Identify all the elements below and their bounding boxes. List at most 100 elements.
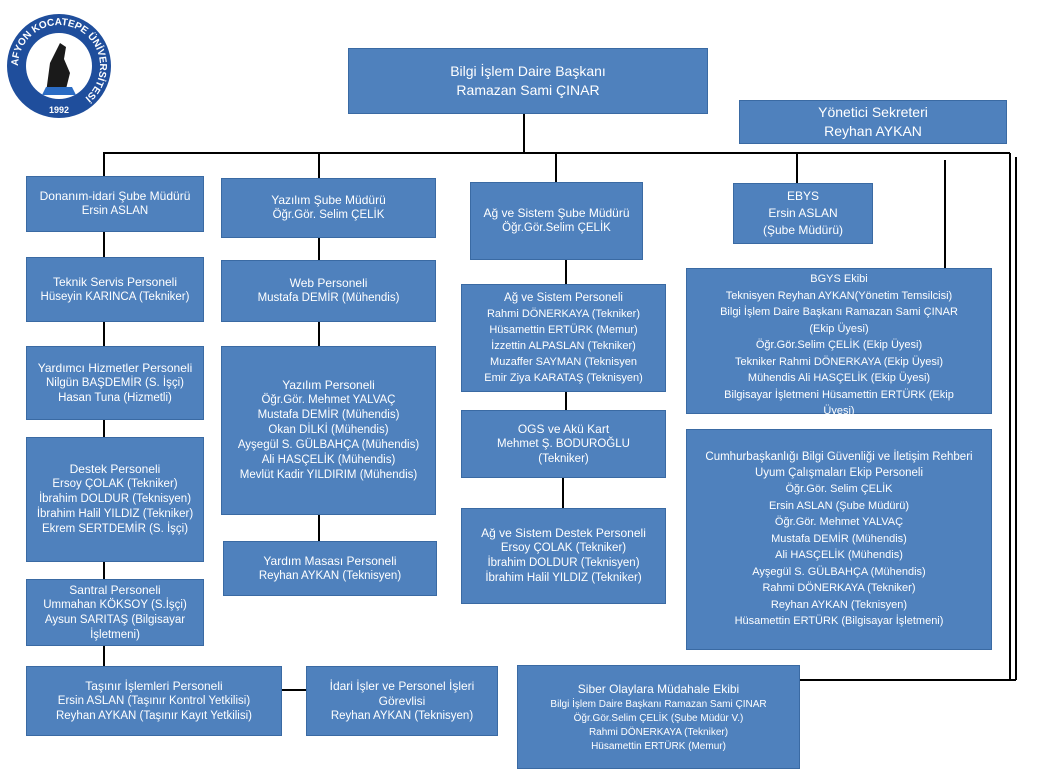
ag-sube-box: Ağ ve Sistem Şube Müdürü Öğr.Gör.Selim Ç…: [470, 182, 643, 260]
web-personeli-box: Web Personeli Mustafa DEMİR (Mühendis): [221, 260, 436, 322]
bgys-title: BGYS Ekibi: [810, 273, 868, 285]
yazilim-per-line: Mevlüt Kadir YILDIRIM (Mühendis): [239, 469, 418, 481]
yardimci-title: Yardımcı Hizmetler Personeli: [37, 360, 193, 375]
logo-year: 1992: [49, 105, 69, 115]
yazilim-per-line: Öğr.Gör. Mehmet YALVAÇ: [261, 394, 396, 406]
ag-per-line: Hüsamettin ERTÜRK (Memur): [489, 324, 638, 336]
yardimci-hizmetler-box: Yardımcı Hizmetler Personeli Nilgün BAŞD…: [26, 346, 204, 420]
yazilim-per-line: Mustafa DEMİR (Mühendis): [257, 409, 400, 421]
yazilim-per-line: Ayşegül S. GÜLBAHÇA (Mühendis): [237, 439, 420, 451]
ag-destek-box: Ağ ve Sistem Destek Personeli Ersoy ÇOLA…: [461, 508, 666, 604]
yardim-masasi-line: Reyhan AYKAN (Teknisyen): [258, 569, 402, 582]
santral-line: Ummahan KÖKSOY (S.İşçi): [43, 598, 187, 611]
bgys-line: Öğr.Gör.Selim ÇELİK (Ekip Üyesi): [755, 339, 923, 351]
ag-sube-title: Ağ ve Sistem Şube Müdürü: [483, 206, 630, 220]
tasinir-box: Taşınır İşlemleri Personeli Ersin ASLAN …: [26, 666, 282, 736]
cumhur-line: Öğr.Gör. Selim ÇELİK: [785, 483, 893, 496]
bgys-line: Teknisyen Reyhan AYKAN(Yönetim Temsilcis…: [725, 289, 953, 302]
ag-destek-title: Ağ ve Sistem Destek Personeli: [481, 526, 646, 540]
university-logo: AFYON KOCATEPE ÜNİVERSİTESİ 1992: [7, 14, 111, 118]
bgys-box: BGYS Ekibi Teknisyen Reyhan AYKAN(Yöneti…: [686, 268, 992, 417]
ogs-line: Mehmet Ş. BODUROĞLU: [497, 437, 630, 450]
yardim-masasi-title: Yardım Masası Personeli: [263, 553, 397, 568]
yazilim-per-line: Okan DİLKİ (Mühendis): [268, 424, 389, 436]
idari-title: İdari İşler ve Personel İşleri Görevlisi: [329, 678, 475, 708]
destek-line: İbrahim Halil YILDIZ (Tekniker): [36, 508, 194, 520]
cumhur-line: Ali HASÇELİK (Mühendis): [775, 549, 903, 562]
cumhurbaskanligi-box: Cumhurbaşkanlığı Bilgi Güvenliği ve İlet…: [686, 429, 992, 650]
bgys-line: Mühendis Ali HASÇELİK (Ekip Üyesi): [747, 372, 931, 384]
yazilim-sube-box: Yazılım Şube Müdürü Öğr.Gör. Selim ÇELİK: [221, 178, 436, 238]
ag-destek-line: İbrahim DOLDUR (Teknisyen): [487, 557, 640, 569]
siber-title: Siber Olaylara Müdahale Ekibi: [577, 681, 740, 696]
ebys-line: (Şube Müdürü): [762, 223, 844, 237]
ebys-box: EBYS Ersin ASLAN (Şube Müdürü): [733, 183, 873, 244]
bgys-line: Tekniker Rahmi DÖNERKAYA (Ekip Üyesi): [734, 355, 944, 368]
ag-per-line: Emir Ziya KARATAŞ (Teknisyen): [484, 372, 643, 384]
cumhur-title: Cumhurbaşkanlığı Bilgi Güvenliği ve İlet…: [705, 451, 973, 480]
destek-line: İbrahim DOLDUR (Teknisyen): [38, 493, 192, 505]
santral-box: Santral Personeli Ummahan KÖKSOY (S.İşçi…: [26, 579, 204, 646]
siber-line: Hüsamettin ERTÜRK (Memur): [591, 740, 726, 752]
yardim-masasi-box: Yardım Masası Personeli Reyhan AYKAN (Te…: [223, 541, 437, 596]
teknik-servis-box: Teknik Servis Personeli Hüseyin KARINCA …: [26, 257, 204, 322]
ag-destek-line: Ersoy ÇOLAK (Tekniker): [500, 542, 627, 554]
bgys-line: Üyesi): [823, 405, 855, 417]
bgys-line: Bilgi İşlem Daire Başkanı Ramazan Sami Ç…: [720, 306, 958, 318]
teknik-servis-title: Teknik Servis Personeli: [52, 274, 178, 289]
donanim-title: Donanım-idari Şube Müdürü: [39, 189, 191, 203]
santral-title: Santral Personeli: [69, 582, 161, 597]
siber-line: Rahmi DÖNERKAYA (Tekniker): [588, 726, 729, 738]
ogs-title: OGS ve Akü Kart: [517, 421, 610, 436]
destek-line: Ersoy ÇOLAK (Tekniker): [52, 478, 178, 490]
bgys-line: Bilgisayar İşletmeni Hüsamettin ERTÜRK (…: [724, 388, 954, 401]
bgys-line: (Ekip Üyesi): [809, 322, 869, 335]
ag-per-line: İzzettin ALPASLAN (Tekniker): [491, 340, 636, 352]
donanim-line: Ersin ASLAN: [81, 205, 149, 217]
cumhur-line: Hüsamettin ERTÜRK (Bilgisayar İşletmeni): [734, 615, 944, 628]
idari-line: Reyhan AYKAN (Teknisyen): [330, 709, 474, 722]
siber-box: Siber Olaylara Müdahale Ekibi Bilgi İşle…: [517, 665, 800, 769]
cumhur-line: Mustafa DEMİR (Mühendis): [771, 532, 907, 545]
department-head-box: Bilgi İşlem Daire Başkanı Ramazan Sami Ç…: [348, 48, 708, 114]
siber-line: Bilgi İşlem Daire Başkanı Ramazan Sami Ç…: [550, 698, 767, 710]
yazilim-personeli-box: Yazılım Personeli Öğr.Gör. Mehmet YALVAÇ…: [221, 346, 436, 515]
ogs-line: (Tekniker): [538, 452, 589, 465]
tasinir-line: Ersin ASLAN (Taşınır Kontrol Yetkilisi): [57, 694, 251, 707]
department-head-title: Bilgi İşlem Daire Başkanı: [450, 63, 606, 79]
yardimci-line: Hasan Tuna (Hizmetli): [58, 391, 172, 404]
teknik-servis-line: Hüseyin KARINCA (Tekniker): [40, 290, 190, 303]
cumhur-line: Ersin ASLAN (Şube Müdürü): [768, 499, 909, 512]
yazilim-sube-title: Yazılım Şube Müdürü: [271, 193, 386, 207]
ag-per-line: Muzaffer SAYMAN (Teknisyen: [490, 356, 637, 368]
destek-title: Destek Personeli: [69, 462, 161, 476]
tasinir-title: Taşınır İşlemleri Personeli: [85, 678, 223, 693]
ebys-line: Ersin ASLAN: [768, 206, 838, 220]
web-line: Mustafa DEMİR (Mühendis): [257, 292, 400, 304]
ag-personeli-box: Ağ ve Sistem Personeli Rahmi DÖNERKAYA (…: [461, 284, 666, 392]
secretary-name: Reyhan AYKAN: [824, 123, 922, 139]
secretary-box: Yönetici Sekreteri Reyhan AYKAN: [739, 100, 1007, 144]
secretary-title: Yönetici Sekreteri: [818, 104, 928, 120]
siber-line: Öğr.Gör.Selim ÇELİK (Şube Müdür V.): [573, 712, 744, 724]
yazilim-per-line: Ali HASÇELİK (Mühendis): [261, 454, 396, 466]
ag-sube-line: Öğr.Gör.Selim ÇELİK: [502, 222, 611, 234]
ogs-box: OGS ve Akü Kart Mehmet Ş. BODUROĞLU (Tek…: [461, 410, 666, 478]
ag-per-title: Ağ ve Sistem Personeli: [504, 292, 623, 304]
destek-line: Ekrem SERTDEMİR (S. İşçi): [41, 523, 189, 535]
destek-box: Destek Personeli Ersoy ÇOLAK (Tekniker) …: [26, 437, 204, 562]
tasinir-line: Reyhan AYKAN (Taşınır Kayıt Yetkilisi): [55, 709, 252, 722]
donanim-box: Donanım-idari Şube Müdürü Ersin ASLAN: [26, 176, 204, 232]
cumhur-line: Reyhan AYKAN (Teknisyen): [770, 598, 908, 611]
department-head-name: Ramazan Sami ÇINAR: [456, 82, 600, 98]
ag-per-line: Rahmi DÖNERKAYA (Tekniker): [486, 308, 641, 320]
yardimci-line: Nilgün BAŞDEMİR (S. İşçi): [45, 376, 185, 389]
santral-line: Aysun SARITAŞ (Bilgisayar İşletmeni): [44, 613, 186, 641]
cumhur-line: Öğr.Gör. Mehmet YALVAÇ: [774, 516, 904, 529]
web-title: Web Personeli: [289, 276, 368, 290]
ebys-title: EBYS: [786, 189, 819, 203]
yazilim-per-title: Yazılım Personeli: [282, 378, 375, 392]
idari-isler-box: İdari İşler ve Personel İşleri Görevlisi…: [306, 666, 498, 736]
yazilim-sube-line: Öğr.Gör. Selim ÇELİK: [272, 209, 385, 221]
